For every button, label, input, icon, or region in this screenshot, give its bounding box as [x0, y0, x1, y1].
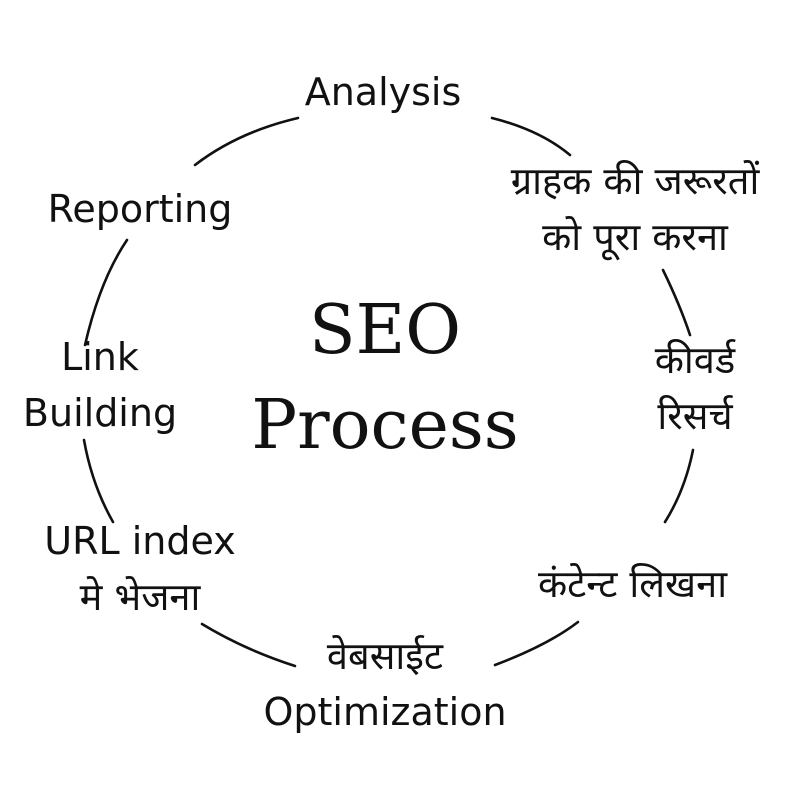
arc-analysis-to-customer-needs	[490, 116, 572, 157]
step-customer-needs-line-1: ग्राहक की जरूरतों	[510, 159, 760, 203]
step-reporting-line-1: Reporting	[47, 187, 233, 231]
step-link-building: Link Building	[5, 329, 195, 441]
step-analysis: Analysis	[283, 64, 483, 120]
step-url-index-line-1: URL index	[44, 519, 236, 563]
arc-website-optimization-to-url-index	[200, 622, 297, 668]
step-website-optimization-line-1: वेबसाईट	[326, 634, 444, 678]
arc-url-index-to-link-building	[82, 438, 115, 524]
step-analysis-line-1: Analysis	[304, 70, 462, 114]
step-keyword-research: कीवर्ड रिसर्च	[610, 332, 780, 444]
step-website-optimization: वेबसाईट Optimization	[235, 628, 535, 740]
arc-keyword-research-to-content-writing	[663, 448, 695, 524]
center-title-process: Process	[251, 386, 519, 465]
step-keyword-research-line-2: रिसर्च	[657, 394, 733, 438]
step-keyword-research-line-1: कीवर्ड	[654, 338, 736, 382]
step-link-building-line-1: Link	[61, 335, 139, 379]
step-content-writing-line-1: कंटेन्ट लिखना	[537, 562, 728, 606]
arc-customer-needs-to-keyword-research	[661, 268, 692, 337]
step-url-index: URL index मे भेजना	[20, 513, 260, 625]
arc-content-writing-to-website-optimization	[493, 620, 580, 667]
step-customer-needs-line-2: को पूरा करना	[542, 215, 728, 259]
step-url-index-line-2: मे भेजना	[79, 575, 201, 619]
center-title-seo: SEO	[309, 291, 461, 370]
step-link-building-line-2: Building	[22, 391, 178, 435]
step-website-optimization-line-2: Optimization	[263, 690, 507, 734]
step-content-writing: कंटेन्ट लिखना	[490, 556, 775, 612]
step-reporting: Reporting	[25, 181, 255, 237]
arc-link-building-to-reporting	[83, 238, 129, 347]
step-customer-needs: ग्राहक की जरूरतों को पूरा करना	[475, 153, 795, 265]
arc-reporting-to-analysis	[193, 116, 300, 167]
